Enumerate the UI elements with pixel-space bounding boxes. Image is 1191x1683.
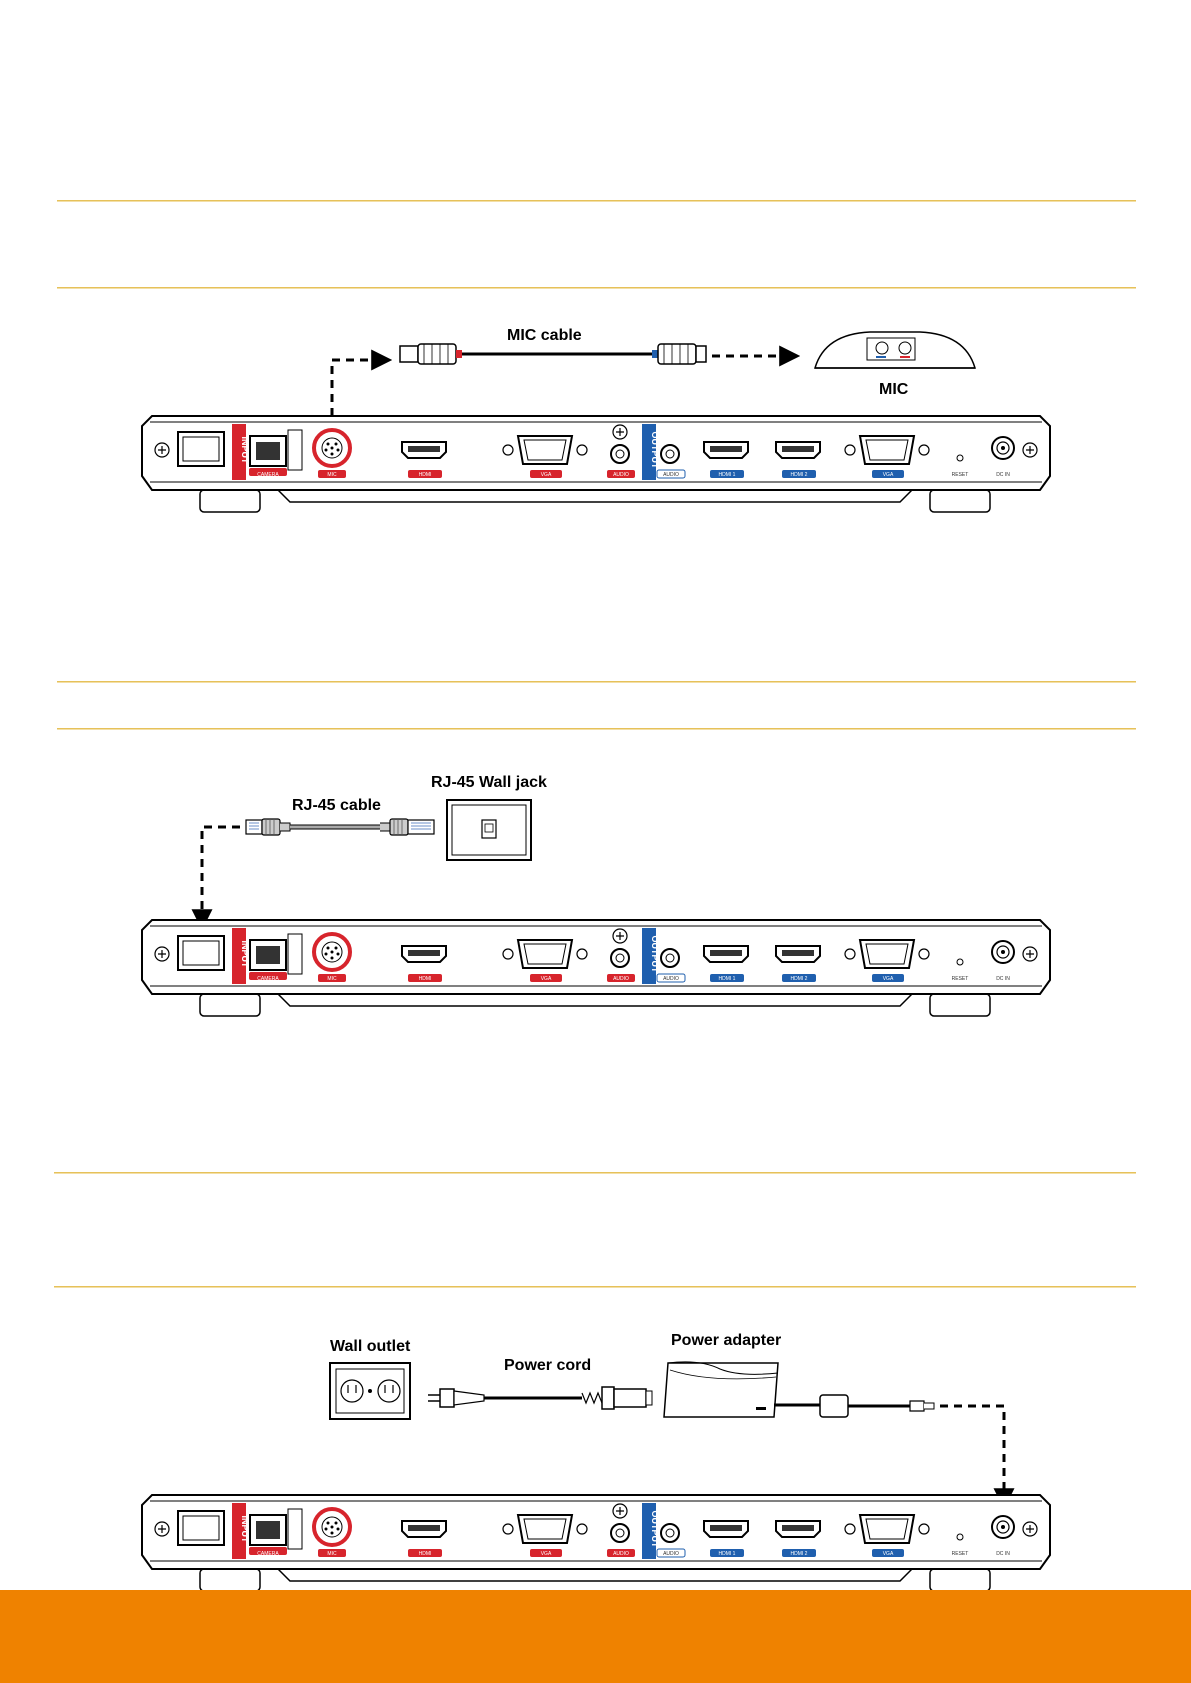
svg-text:VGA: VGA xyxy=(541,472,552,478)
section-rule-1 xyxy=(57,200,1136,202)
svg-text:VGA: VGA xyxy=(541,976,552,982)
svg-text:AUDIO: AUDIO xyxy=(663,1551,679,1557)
svg-text:DC IN: DC IN xyxy=(996,976,1010,982)
mic-cable-label: MIC cable xyxy=(507,327,582,344)
svg-text:VGA: VGA xyxy=(883,976,894,982)
conference-unit-rear-panel: INPUT OUTPUT CAMERA MIC HDMI VGA AUDIO A… xyxy=(140,918,1052,1018)
mic-device-label: MIC xyxy=(879,381,909,398)
wall-outlet xyxy=(329,1362,411,1420)
svg-text:HDMI: HDMI xyxy=(419,472,432,478)
svg-text:AUDIO: AUDIO xyxy=(613,472,629,478)
svg-text:MIC: MIC xyxy=(327,472,337,478)
svg-text:MIC: MIC xyxy=(327,976,337,982)
section-rule-2 xyxy=(57,287,1136,289)
svg-text:VGA: VGA xyxy=(883,472,894,478)
svg-text:HDMI: HDMI xyxy=(419,976,432,982)
power-cord xyxy=(428,1386,653,1410)
lan-connection-diagram: RJ-45 Wall jack RJ-45 cable xyxy=(0,768,1191,1028)
section-rule-6 xyxy=(54,1286,1136,1288)
conference-unit-rear-panel: INPUT OUTPUT CAMERA MIC HDMI VGA AUDIO A… xyxy=(140,414,1052,514)
svg-text:DC IN: DC IN xyxy=(996,1551,1010,1557)
svg-text:HDMI 1: HDMI 1 xyxy=(719,976,736,982)
rj45-wall-jack xyxy=(446,799,532,861)
svg-text:VGA: VGA xyxy=(541,1551,552,1557)
svg-text:HDMI: HDMI xyxy=(419,1551,432,1557)
rj45-wall-jack-label: RJ-45 Wall jack xyxy=(431,774,547,791)
svg-text:INPUT: INPUT xyxy=(240,437,250,465)
svg-text:DC IN: DC IN xyxy=(996,472,1010,478)
section-rule-3 xyxy=(57,681,1136,683)
mic-connection-diagram: MIC cable MIC INPUT OUTPUT CAMERA MIC HD… xyxy=(0,320,1191,530)
mic-to-cable-arrow xyxy=(330,349,393,416)
svg-text:HDMI 1: HDMI 1 xyxy=(719,1551,736,1557)
svg-text:VGA: VGA xyxy=(883,1551,894,1557)
section-rule-5 xyxy=(54,1172,1136,1174)
svg-text:INPUT: INPUT xyxy=(240,1516,250,1544)
svg-text:HDMI 2: HDMI 2 xyxy=(791,976,808,982)
svg-text:OUTPUT: OUTPUT xyxy=(650,1511,660,1549)
svg-text:MIC: MIC xyxy=(327,1551,337,1557)
rj45-cable xyxy=(245,818,435,836)
svg-text:AUDIO: AUDIO xyxy=(613,976,629,982)
power-connection-diagram: Wall outlet Power cord Power adapter xyxy=(0,1325,1191,1590)
svg-text:HDMI 2: HDMI 2 xyxy=(791,472,808,478)
svg-text:RESET: RESET xyxy=(952,976,969,982)
power-cord-label: Power cord xyxy=(504,1357,591,1374)
rj45-cable-label: RJ-45 cable xyxy=(292,797,381,814)
svg-text:CAMERA: CAMERA xyxy=(257,1551,279,1557)
svg-text:HDMI 2: HDMI 2 xyxy=(791,1551,808,1557)
wall-outlet-label: Wall outlet xyxy=(330,1338,411,1355)
svg-text:RESET: RESET xyxy=(952,1551,969,1557)
cable-to-lan-arrow xyxy=(191,825,240,931)
svg-text:HDMI 1: HDMI 1 xyxy=(719,472,736,478)
adapter-to-dc-in-arrow xyxy=(940,1404,1015,1510)
svg-text:OUTPUT: OUTPUT xyxy=(650,432,660,470)
svg-text:OUTPUT: OUTPUT xyxy=(650,936,660,974)
svg-text:AUDIO: AUDIO xyxy=(613,1551,629,1557)
svg-text:INPUT: INPUT xyxy=(240,941,250,969)
page-footer-band xyxy=(0,1590,1191,1683)
power-adapter-label: Power adapter xyxy=(671,1332,781,1349)
power-adapter xyxy=(663,1361,935,1418)
svg-text:RESET: RESET xyxy=(952,472,969,478)
mic-device xyxy=(813,331,977,369)
svg-text:CAMERA: CAMERA xyxy=(257,472,279,478)
svg-text:AUDIO: AUDIO xyxy=(663,472,679,478)
svg-text:CAMERA: CAMERA xyxy=(257,976,279,982)
section-rule-4 xyxy=(57,728,1136,730)
svg-text:AUDIO: AUDIO xyxy=(663,976,679,982)
mic-cable xyxy=(399,343,707,365)
conference-unit-rear-panel: INPUT OUTPUT CAMERA MIC HDMI VGA AUDIO A… xyxy=(140,1493,1052,1590)
